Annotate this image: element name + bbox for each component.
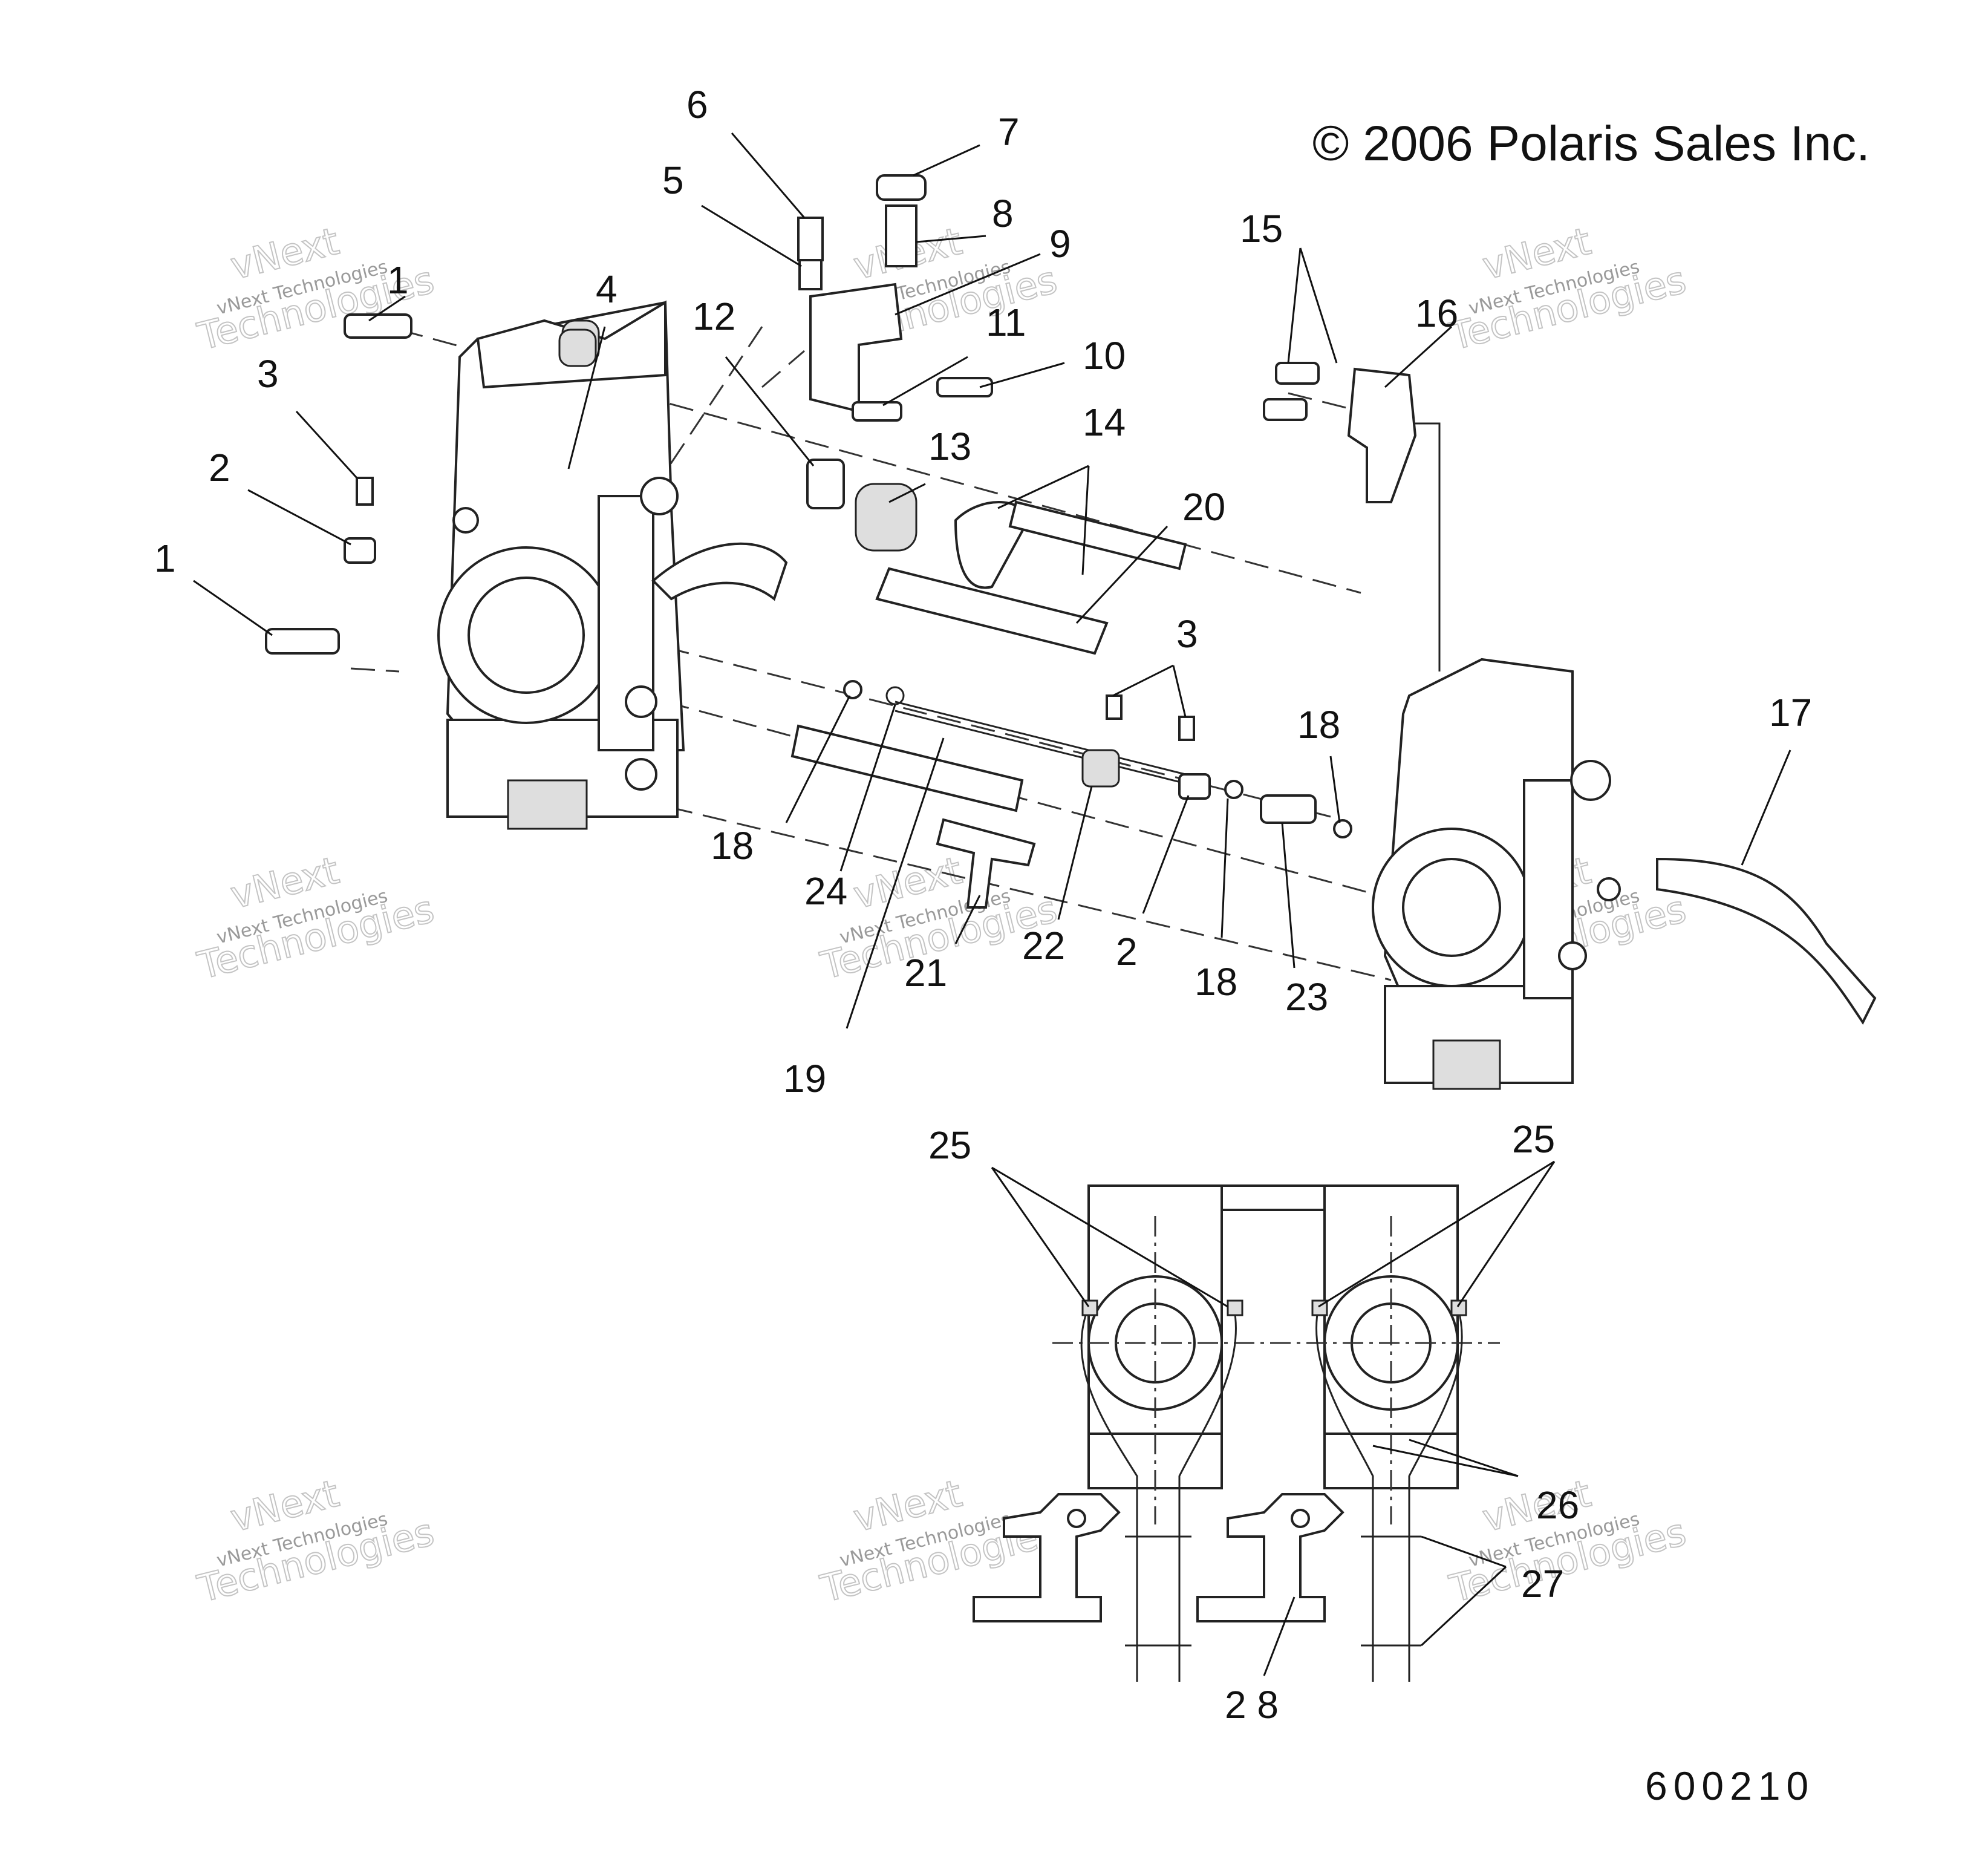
- callout-26: 26: [1536, 1483, 1579, 1527]
- callouts: 1 1 2 2 3 3 4 5 6 7 8 9 10 11 12 13 14 1…: [154, 83, 1812, 1727]
- washer-18-left: [843, 680, 862, 699]
- callout-20: 20: [1182, 485, 1225, 529]
- screw-7: [876, 174, 927, 201]
- callout-9: 9: [1049, 222, 1071, 266]
- shaft-19: [895, 701, 1210, 782]
- screw-3-mid-right: [1178, 716, 1195, 741]
- callout-1-lower: 1: [154, 537, 176, 580]
- screw-15-lower: [1263, 398, 1308, 421]
- callout-28: 2 8: [1225, 1683, 1279, 1727]
- bracket-28-left: [973, 1493, 1121, 1622]
- callout-13: 13: [928, 425, 971, 468]
- washer-5: [798, 259, 823, 290]
- bracket-16: [1347, 367, 1417, 503]
- spring-12: [806, 459, 845, 509]
- callout-1-upper: 1: [387, 258, 409, 302]
- callout-2-mid: 2: [1116, 930, 1138, 973]
- cable-guide-25-c: [1311, 1299, 1328, 1316]
- screw-6: [797, 217, 824, 261]
- callout-7: 7: [998, 110, 1020, 154]
- rod-lower: [790, 724, 1024, 812]
- callout-5: 5: [662, 158, 684, 202]
- tee-21: [936, 818, 1036, 909]
- callout-2-left: 2: [209, 446, 230, 489]
- callout-12: 12: [693, 295, 735, 338]
- rod-20-upper: [875, 567, 1109, 655]
- callout-8: 8: [992, 192, 1014, 235]
- callout-24: 24: [804, 869, 847, 913]
- hose-17: [1656, 857, 1877, 1025]
- bracket-9: [809, 283, 903, 413]
- callout-3-left: 3: [257, 352, 279, 396]
- leader-lines: [193, 132, 1791, 1676]
- clamp-2-mid: [1178, 773, 1211, 800]
- spring-23: [1260, 794, 1317, 824]
- diagram-part-number: 600210: [1645, 1763, 1814, 1808]
- rod-20-rear: [1008, 500, 1187, 570]
- callout-19: 19: [783, 1057, 826, 1100]
- cable-guide-25-d: [1450, 1299, 1467, 1316]
- callout-17: 17: [1769, 691, 1812, 734]
- bracket-28-right: [1196, 1493, 1344, 1622]
- cable-guide-25-a: [1081, 1299, 1098, 1316]
- cable-26-right-b: [1408, 1306, 1463, 1682]
- screw-11: [852, 401, 902, 422]
- watermark-top-right: vNext vNext Technologies Technologies: [1445, 218, 1691, 359]
- callout-25-right: 25: [1512, 1117, 1555, 1161]
- spring-8: [885, 204, 917, 267]
- cable-26-left-a: [1080, 1306, 1138, 1682]
- callout-10: 10: [1083, 334, 1126, 377]
- callout-4: 4: [596, 267, 618, 311]
- callout-3-mid: 3: [1176, 612, 1198, 656]
- callout-18-right: 18: [1297, 703, 1340, 747]
- detail-view: [973, 1184, 1500, 1682]
- collar-13: [855, 483, 917, 552]
- washer-18-mid: [1224, 780, 1243, 799]
- cable-guide-25-b: [1227, 1299, 1243, 1316]
- callout-16: 16: [1415, 292, 1458, 335]
- cable-26-right-a: [1315, 1306, 1374, 1682]
- right-carburetor: [1372, 658, 1621, 1090]
- callout-14: 14: [1083, 400, 1126, 444]
- callout-11: 11: [986, 301, 1026, 344]
- small-parts: [265, 174, 1877, 1025]
- callout-18-mid: 18: [1194, 960, 1237, 1004]
- left-carburetor: [437, 300, 788, 830]
- screw-3-mid-left: [1106, 694, 1123, 720]
- clip-24: [885, 686, 905, 705]
- clamp-2: [344, 537, 376, 564]
- callout-23: 23: [1285, 975, 1328, 1019]
- cable-26-left-b: [1178, 1306, 1237, 1682]
- callout-27: 27: [1521, 1562, 1564, 1606]
- screw-15-upper: [1275, 362, 1320, 385]
- watermark-mid-left: vNext vNext Technologies Technologies: [193, 848, 439, 988]
- callout-25-left: 25: [928, 1123, 971, 1167]
- callout-6: 6: [686, 83, 708, 126]
- watermark-technologies: Technologies: [194, 1510, 438, 1611]
- callout-21: 21: [904, 951, 947, 995]
- screw-1-lower: [265, 628, 340, 655]
- plug-4: [558, 328, 597, 367]
- screw-10: [936, 377, 993, 397]
- callout-18-left: 18: [711, 824, 754, 867]
- screw-3: [356, 477, 374, 506]
- watermark-technologies: Technologies: [1445, 258, 1690, 359]
- watermark-bottom-left: vNext vNext Technologies Technologies: [193, 1471, 439, 1612]
- watermark-technologies: Technologies: [194, 887, 438, 988]
- washer-18-right: [1333, 819, 1352, 838]
- copyright-notice: © 2006 Polaris Sales Inc.: [1312, 116, 1870, 171]
- callout-15: 15: [1240, 207, 1283, 250]
- arm-22: [1081, 749, 1120, 788]
- screw-1-upper: [344, 313, 412, 339]
- callout-22: 22: [1022, 924, 1065, 967]
